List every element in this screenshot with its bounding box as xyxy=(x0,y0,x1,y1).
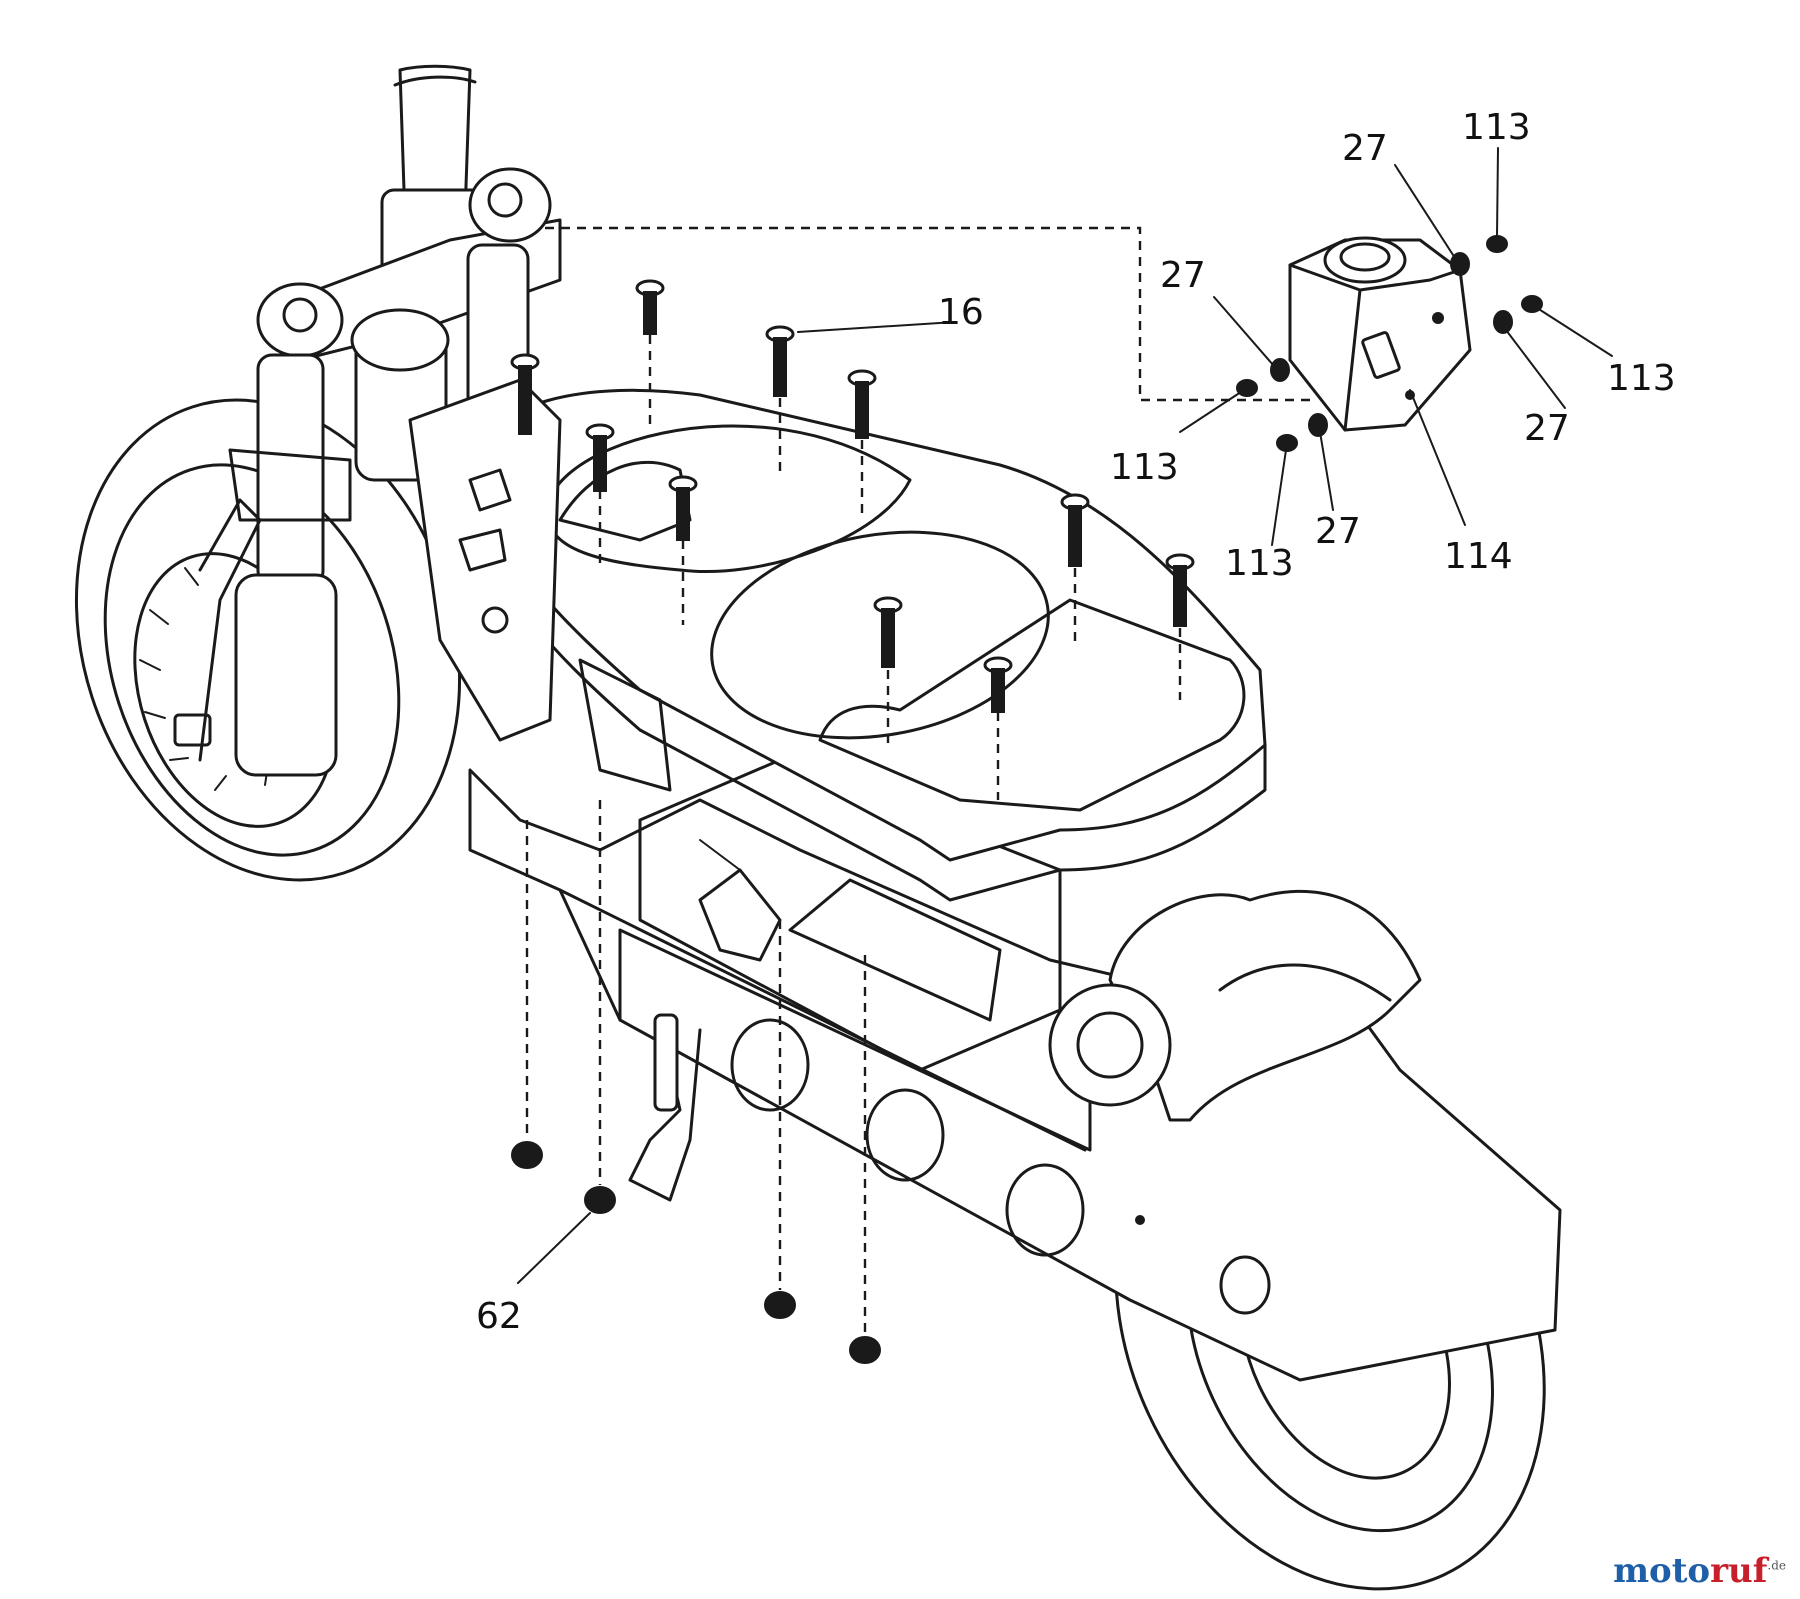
screw xyxy=(1165,553,1195,627)
callout-62: 62 xyxy=(476,1296,522,1337)
nut xyxy=(764,1291,796,1319)
callout-27-right: 27 xyxy=(1524,408,1570,449)
front-fork xyxy=(198,64,562,777)
controller-fasteners xyxy=(1236,235,1543,452)
assembly-guides xyxy=(525,226,1310,1335)
nut xyxy=(511,1141,543,1169)
callout-27-bottom: 27 xyxy=(1315,511,1361,552)
screw xyxy=(847,369,877,439)
watermark-part2: ruf xyxy=(1710,1551,1768,1591)
callout-113-top: 113 xyxy=(1462,107,1531,148)
callout-113-left: 113 xyxy=(1110,447,1179,488)
frame-body xyxy=(468,758,1562,1382)
callout-114: 114 xyxy=(1444,536,1513,577)
screw xyxy=(668,475,698,541)
watermark-suffix: .de xyxy=(1767,1558,1786,1573)
frame-nuts xyxy=(511,1141,881,1364)
screw xyxy=(873,596,903,668)
deck-screws xyxy=(510,279,1195,713)
callout-16: 16 xyxy=(938,292,984,333)
screw xyxy=(635,279,665,335)
screw xyxy=(510,353,540,435)
callout-113-bottom: 113 xyxy=(1225,543,1294,584)
screw xyxy=(1060,493,1090,567)
callout-27-top: 27 xyxy=(1342,128,1388,169)
screw xyxy=(983,656,1013,713)
screw xyxy=(585,423,615,492)
leader-lines xyxy=(517,147,1613,1284)
nut xyxy=(584,1186,616,1214)
callout-labels: 16 27 27 27 27 62 113 113 113 113 114 xyxy=(476,107,1676,1337)
watermark-part1: moto xyxy=(1613,1551,1711,1591)
nut xyxy=(849,1336,881,1364)
callout-27-left: 27 xyxy=(1160,255,1206,296)
screw xyxy=(765,325,795,397)
watermark-logo: motoruf.de xyxy=(1613,1551,1786,1591)
callout-113-right: 113 xyxy=(1607,358,1676,399)
controller-box xyxy=(1288,236,1472,432)
